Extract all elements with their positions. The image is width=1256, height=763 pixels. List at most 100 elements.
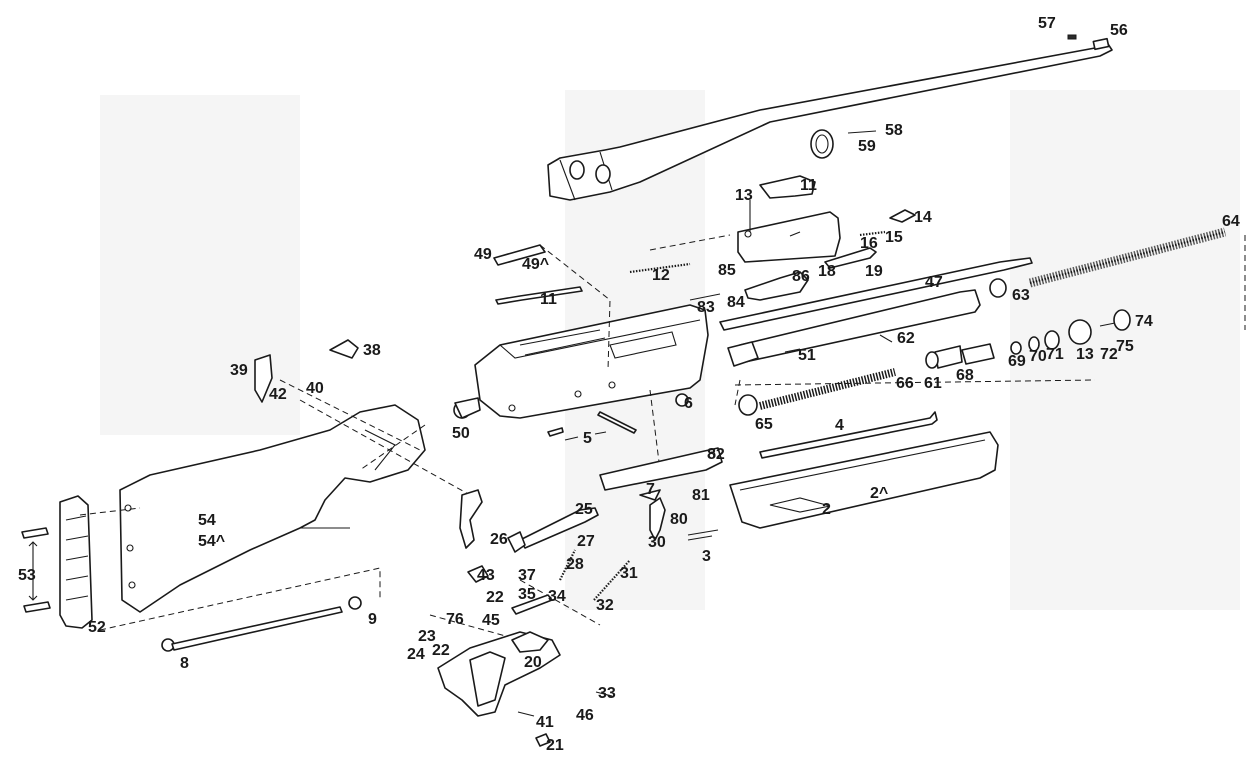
magazine-cap-parts xyxy=(925,309,1131,369)
label-32: 32 xyxy=(596,597,614,614)
label-2: 2 xyxy=(822,501,831,518)
pin-51 xyxy=(784,348,801,353)
pin-3 xyxy=(687,529,719,541)
screw-21 xyxy=(535,733,551,747)
buffer xyxy=(453,397,481,419)
label-20: 20 xyxy=(524,654,542,671)
label-26: 26 xyxy=(490,531,508,548)
label-38: 38 xyxy=(363,342,381,359)
label-18: 18 xyxy=(818,263,836,280)
label-63: 63 xyxy=(1012,287,1030,304)
label-8: 8 xyxy=(180,655,189,672)
label-69: 69 xyxy=(1008,353,1026,370)
label-84: 84 xyxy=(727,294,745,311)
label-39: 39 xyxy=(230,362,248,379)
bolt-assembly xyxy=(737,211,841,263)
label-37: 37 xyxy=(518,567,536,584)
label-19: 19 xyxy=(865,263,883,280)
label-85: 85 xyxy=(718,262,736,279)
trigger-plate-82 xyxy=(599,447,723,491)
link-14 xyxy=(889,209,916,223)
label-42: 42 xyxy=(269,386,287,403)
label-3: 3 xyxy=(702,548,711,565)
trigger-guard xyxy=(437,631,561,717)
part-38 xyxy=(329,339,359,359)
label-50: 50 xyxy=(452,425,470,442)
action-bar-47 xyxy=(719,257,1033,331)
stock xyxy=(119,404,426,613)
action-bar-4 xyxy=(759,411,938,459)
label-21: 21 xyxy=(546,737,564,754)
lifter-39 xyxy=(254,354,273,403)
label-82: 82 xyxy=(707,446,725,463)
receiver xyxy=(474,304,709,419)
label-11a: 11 xyxy=(800,177,817,194)
label-28: 28 xyxy=(566,556,584,573)
label-58: 58 xyxy=(885,122,903,139)
label-74: 74 xyxy=(1135,313,1153,330)
label-70: 70 xyxy=(1029,348,1047,365)
hammer-30 xyxy=(649,497,666,541)
bead-sight xyxy=(1067,34,1077,40)
label-13a: 13 xyxy=(735,187,753,204)
link-19 xyxy=(824,247,877,269)
barrel xyxy=(547,37,1113,201)
hammer-left xyxy=(459,489,483,549)
spring-15-16 xyxy=(859,230,886,237)
spring-12 xyxy=(629,262,691,274)
label-53: 53 xyxy=(18,567,36,584)
label-76: 76 xyxy=(446,611,464,628)
part-43 xyxy=(467,565,489,583)
label-81: 81 xyxy=(692,487,710,504)
label-25: 25 xyxy=(575,501,593,518)
pin-41 xyxy=(517,711,535,717)
label-4: 4 xyxy=(835,417,844,434)
label-68: 68 xyxy=(956,367,974,384)
ring-63 xyxy=(989,278,1007,298)
label-11b: 11 xyxy=(540,291,557,308)
part-35-34 xyxy=(511,594,553,615)
label-9: 9 xyxy=(368,611,377,628)
label-35: 35 xyxy=(518,586,536,603)
label-80: 80 xyxy=(670,511,688,528)
label-49: 49 xyxy=(474,246,492,263)
label-61: 61 xyxy=(924,375,942,392)
label-40: 40 xyxy=(306,380,324,397)
label-47: 47 xyxy=(925,274,943,291)
label-83: 83 xyxy=(697,299,715,316)
pin-62 xyxy=(879,334,893,343)
spring-64b xyxy=(1028,227,1227,288)
label-57: 57 xyxy=(1038,15,1056,32)
label-12: 12 xyxy=(652,267,670,284)
label-65: 65 xyxy=(755,416,773,433)
label-59: 59 xyxy=(858,138,876,155)
label-72: 72 xyxy=(1100,346,1118,363)
part-65 xyxy=(738,394,758,416)
part-26 xyxy=(507,531,526,553)
label-30: 30 xyxy=(648,534,666,551)
label-45: 45 xyxy=(482,612,500,629)
label-7: 7 xyxy=(646,481,655,498)
label-2A: 2^ xyxy=(870,485,888,502)
label-46: 46 xyxy=(576,707,594,724)
spring-27-28 xyxy=(559,549,576,581)
label-27: 27 xyxy=(577,533,595,550)
label-22a: 22 xyxy=(486,589,504,606)
label-6: 6 xyxy=(684,395,693,412)
part-6 xyxy=(675,393,689,407)
label-64: 64 xyxy=(1222,213,1240,230)
magazine-tube xyxy=(727,289,981,367)
spring-66 xyxy=(759,368,896,410)
label-14: 14 xyxy=(914,209,932,226)
part-7 xyxy=(639,489,661,501)
forearm xyxy=(729,431,999,529)
label-41: 41 xyxy=(536,714,554,731)
butt-plate-screws xyxy=(21,527,51,613)
label-66: 66 xyxy=(896,375,914,392)
label-56: 56 xyxy=(1110,22,1128,39)
butt-plate xyxy=(59,495,93,629)
pin-33 xyxy=(595,691,613,697)
label-13b: 13 xyxy=(1076,346,1094,363)
guide-stock xyxy=(79,507,381,631)
